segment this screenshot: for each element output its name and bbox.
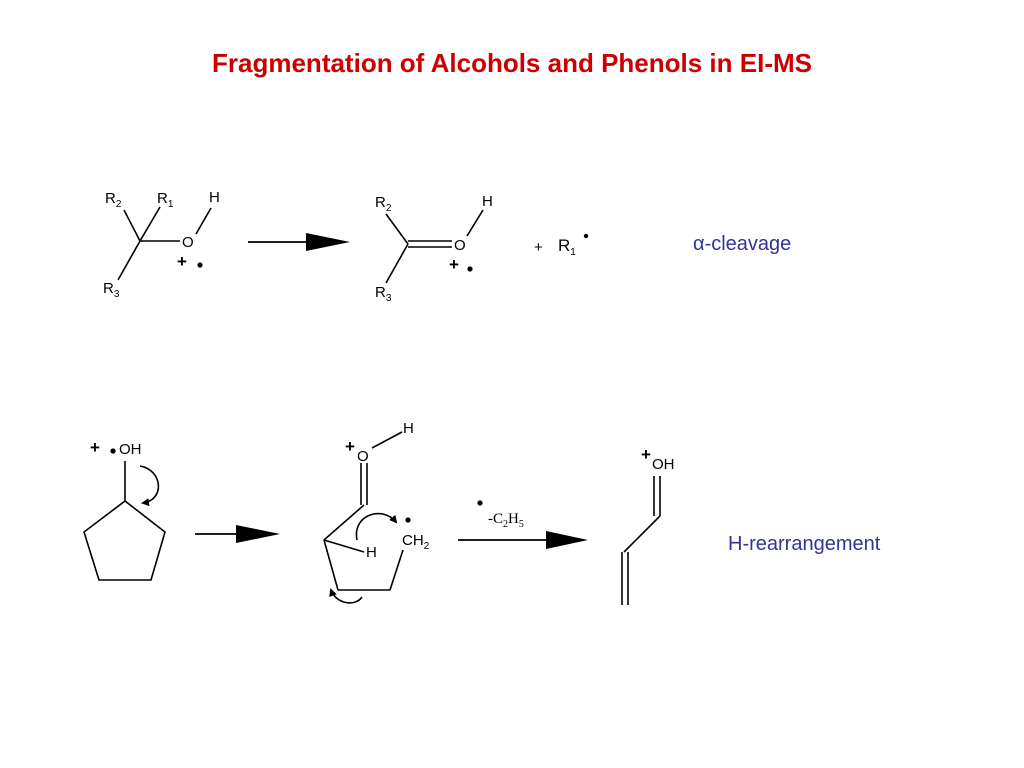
radical-dot-icon [197, 262, 203, 268]
product-hydrogen-label: H [482, 193, 493, 210]
product-oxygen-label: O [454, 237, 466, 254]
reactant-charge: + [177, 252, 187, 271]
bond-c-r3-product [385, 243, 409, 284]
product-r2-label: R2 [375, 194, 392, 214]
bond-ring-1 [323, 539, 339, 591]
intermediate-hydrogen-top-label: H [403, 420, 414, 437]
reactant-r2-label: R2 [105, 190, 122, 210]
r1-radical-dot-icon [583, 233, 589, 239]
bond-o-h [195, 207, 212, 235]
ring-opened-intermediate [323, 431, 404, 604]
bond-c-r1 [139, 206, 161, 242]
intermediate-oxygen-label: O [357, 448, 369, 465]
cyclopentyl-oh-label: OH [119, 441, 142, 458]
reactant-hydrogen-label: H [209, 189, 220, 206]
enol-oh-label: OH [652, 456, 675, 473]
ethyl-radical-dot-icon [477, 500, 483, 506]
intermediate-ring-hydrogen-label: H [366, 544, 377, 561]
curved-arrow-icon [355, 512, 398, 541]
bond-c-r2 [123, 209, 141, 242]
product-radical-dot-icon [467, 266, 473, 272]
reactant-r1-label: R1 [157, 190, 174, 210]
enol-charge: + [641, 445, 651, 464]
cyclopentyl-reactant [83, 461, 166, 581]
reactant-r3-label: R3 [103, 280, 120, 300]
bond-ring-3 [389, 549, 404, 591]
enol-product [621, 476, 661, 605]
slide-title: Fragmentation of Alcohols and Phenols in… [212, 48, 812, 78]
bond-c-c-ring [323, 504, 365, 541]
reaction-arrow-alpha [248, 233, 350, 251]
reactant-oxygen-label: O [182, 234, 194, 251]
bond-o-h-top [371, 431, 403, 449]
curved-arrow-icon [139, 465, 160, 507]
ethyl-radical-loss-label: -C2H5 [488, 511, 524, 530]
h-rearrangement-caption: H-rearrangement [728, 533, 881, 555]
bond-c-r2-product [385, 213, 409, 245]
curved-arrow-icon [329, 588, 363, 604]
reaction-arrow-h-1 [195, 525, 280, 543]
intermediate-charge: + [345, 437, 355, 456]
bond-c-c [623, 515, 661, 553]
ch2-radical-dot-icon [405, 517, 411, 523]
cyclopentyl-radical-dot-icon [110, 448, 116, 454]
product-charge: + [449, 255, 459, 274]
plus-sign: + [534, 239, 543, 256]
bond-c-r3 [117, 240, 141, 281]
alpha-cleavage-caption: α-cleavage [693, 233, 791, 255]
radical-r1-label: R1 [558, 236, 576, 258]
cyclopentane-ring [83, 499, 166, 581]
bond-o-h-product [466, 209, 484, 237]
intermediate-ch2-label: CH2 [402, 532, 430, 552]
reaction-arrow-h-2 [458, 531, 588, 549]
product-r3-label: R3 [375, 284, 392, 304]
cyclopentyl-charge: + [90, 438, 100, 457]
alpha-product [385, 209, 484, 284]
bond-ring-h [323, 539, 365, 553]
alpha-reactant [117, 206, 212, 281]
